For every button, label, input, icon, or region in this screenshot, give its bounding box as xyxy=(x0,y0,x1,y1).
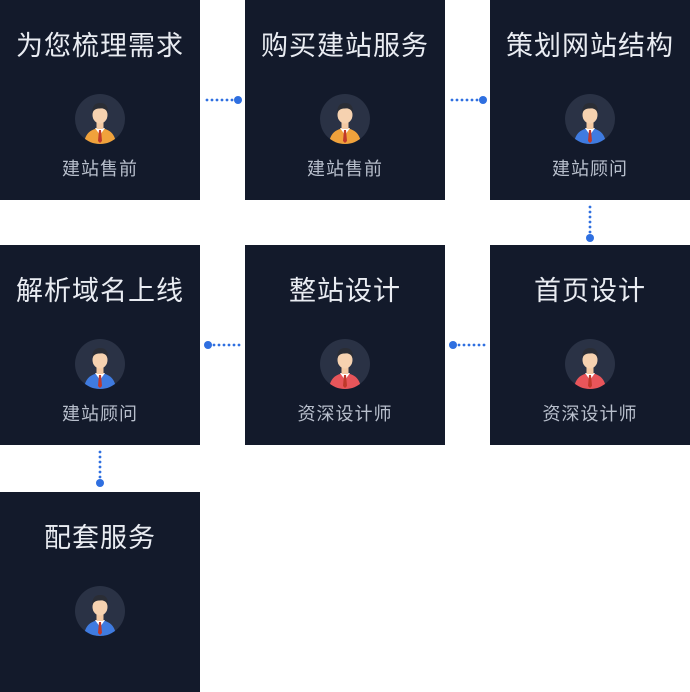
connector-dot xyxy=(222,343,226,347)
avatar-icon xyxy=(320,339,370,389)
connector-dot xyxy=(98,450,102,454)
connector-dot xyxy=(98,460,102,464)
connector-dot xyxy=(98,465,102,469)
connector-dot xyxy=(588,205,592,209)
step-card-4: 解析域名上线 建站顾问 xyxy=(0,245,200,445)
step-card-6: 首页设计 资深设计师 xyxy=(490,245,690,445)
step-role: 建站顾问 xyxy=(552,159,628,180)
connector-end-dot xyxy=(96,479,104,487)
avatar-icon xyxy=(75,339,125,389)
avatar-icon xyxy=(320,94,370,144)
connector-6-5 xyxy=(448,339,488,351)
connector-end-dot xyxy=(479,96,487,104)
connector-dot xyxy=(237,343,241,347)
connector-end-dot xyxy=(586,234,594,242)
connector-3-6 xyxy=(584,203,596,243)
avatar-icon xyxy=(565,339,615,389)
connector-dot xyxy=(588,225,592,229)
connector-end-dot xyxy=(204,341,212,349)
connector-5-4 xyxy=(203,339,243,351)
avatar-icon xyxy=(75,94,125,144)
step-title: 为您梳理需求 xyxy=(16,31,184,62)
connector-dot xyxy=(482,343,486,347)
connector-dot xyxy=(465,98,469,102)
step-card-5: 整站设计 资深设计师 xyxy=(245,245,445,445)
step-role: 建站售前 xyxy=(307,159,383,180)
connector-dot xyxy=(460,98,464,102)
step-card-3: 策划网站结构 建站顾问 xyxy=(490,0,690,200)
connector-end-dot xyxy=(449,341,457,349)
connector-dot xyxy=(232,343,236,347)
connector-dot xyxy=(457,343,461,347)
connector-dot xyxy=(227,343,231,347)
connector-dot xyxy=(467,343,471,347)
connector-dot xyxy=(217,343,221,347)
step-card-1: 为您梳理需求 建站售前 xyxy=(0,0,200,200)
connector-2-3 xyxy=(448,94,488,106)
step-title: 整站设计 xyxy=(289,276,401,307)
avatar-icon xyxy=(75,586,125,636)
step-title: 购买建站服务 xyxy=(261,31,429,62)
connector-dot xyxy=(220,98,224,102)
step-title: 策划网站结构 xyxy=(506,31,674,62)
step-title: 配套服务 xyxy=(44,523,156,554)
connector-dot xyxy=(210,98,214,102)
connector-dot xyxy=(470,98,474,102)
step-role: 建站售前 xyxy=(62,159,138,180)
connector-dot xyxy=(450,98,454,102)
connector-dot xyxy=(475,98,479,102)
connector-dot xyxy=(477,343,481,347)
connector-dot xyxy=(588,230,592,234)
connector-4-7 xyxy=(94,448,106,488)
step-role: 资深设计师 xyxy=(297,404,393,425)
connector-end-dot xyxy=(234,96,242,104)
connector-dot xyxy=(215,98,219,102)
connector-dot xyxy=(98,470,102,474)
step-card-7: 配套服务 xyxy=(0,492,200,692)
connector-dot xyxy=(98,455,102,459)
step-card-2: 购买建站服务 建站售前 xyxy=(245,0,445,200)
connector-dot xyxy=(98,475,102,479)
connector-dot xyxy=(225,98,229,102)
connector-1-2 xyxy=(203,94,243,106)
step-role: 资深设计师 xyxy=(542,404,638,425)
step-title: 解析域名上线 xyxy=(16,276,184,307)
step-role: 建站顾问 xyxy=(62,404,138,425)
step-title: 首页设计 xyxy=(534,276,646,307)
connector-dot xyxy=(230,98,234,102)
connector-dot xyxy=(588,220,592,224)
connector-dot xyxy=(588,215,592,219)
connector-dot xyxy=(588,210,592,214)
connector-dot xyxy=(212,343,216,347)
connector-dot xyxy=(205,98,209,102)
connector-dot xyxy=(462,343,466,347)
connector-dot xyxy=(455,98,459,102)
connector-dot xyxy=(472,343,476,347)
avatar-icon xyxy=(565,94,615,144)
